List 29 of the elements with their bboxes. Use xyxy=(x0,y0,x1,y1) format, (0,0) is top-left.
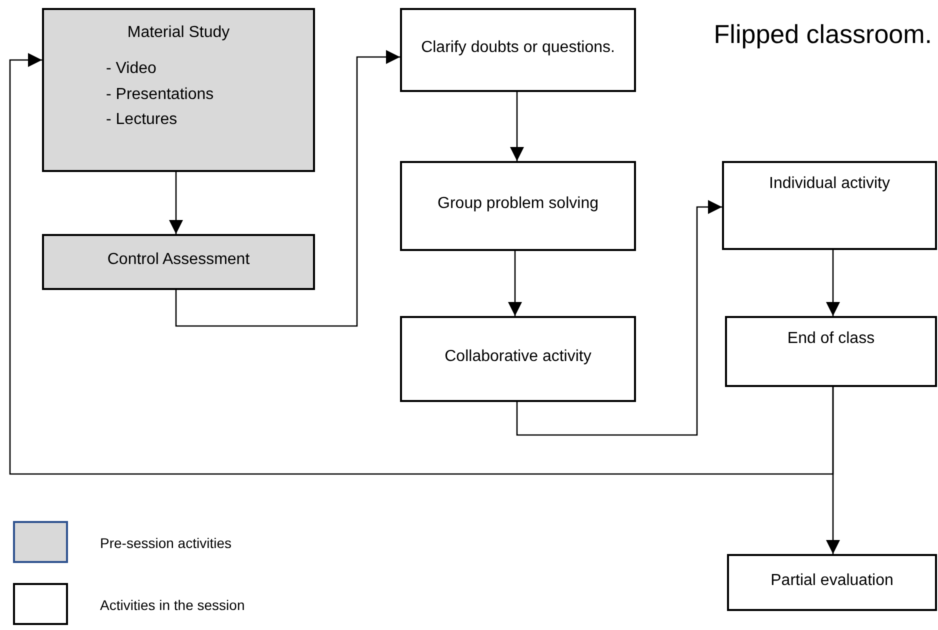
process-box xyxy=(722,161,937,250)
process-box xyxy=(400,161,636,251)
box-text: Group problem solving xyxy=(436,194,600,214)
arrow xyxy=(9,53,834,475)
list-item: - Lectures xyxy=(105,110,178,130)
arrow xyxy=(169,172,183,234)
box-text: Collaborative activity xyxy=(444,347,592,368)
box-text: Material Study xyxy=(126,23,231,43)
process-box xyxy=(400,316,636,402)
process-box xyxy=(727,554,937,611)
process-box xyxy=(725,316,937,387)
arrow xyxy=(510,92,524,161)
arrow xyxy=(516,200,722,436)
list-item: - Video xyxy=(105,59,158,80)
process-box xyxy=(400,8,636,92)
arrow xyxy=(175,50,400,327)
box-text: Control Assessment xyxy=(106,250,251,270)
legend-text: Activities in the session xyxy=(100,597,245,613)
legend-text: Pre-session activities xyxy=(100,535,232,551)
process-box xyxy=(42,8,315,172)
arrow xyxy=(508,251,522,316)
diagram-title: Flipped classroom. xyxy=(712,18,932,51)
box-text: Clarify doubts or questions. xyxy=(420,38,616,58)
box-text: End of class xyxy=(786,329,876,349)
box-text: Partial evaluation xyxy=(770,570,894,591)
box-text: Individual activity xyxy=(768,174,891,194)
arrow xyxy=(826,250,840,316)
list-item: - Presentations xyxy=(105,84,215,105)
process-box xyxy=(42,234,315,290)
